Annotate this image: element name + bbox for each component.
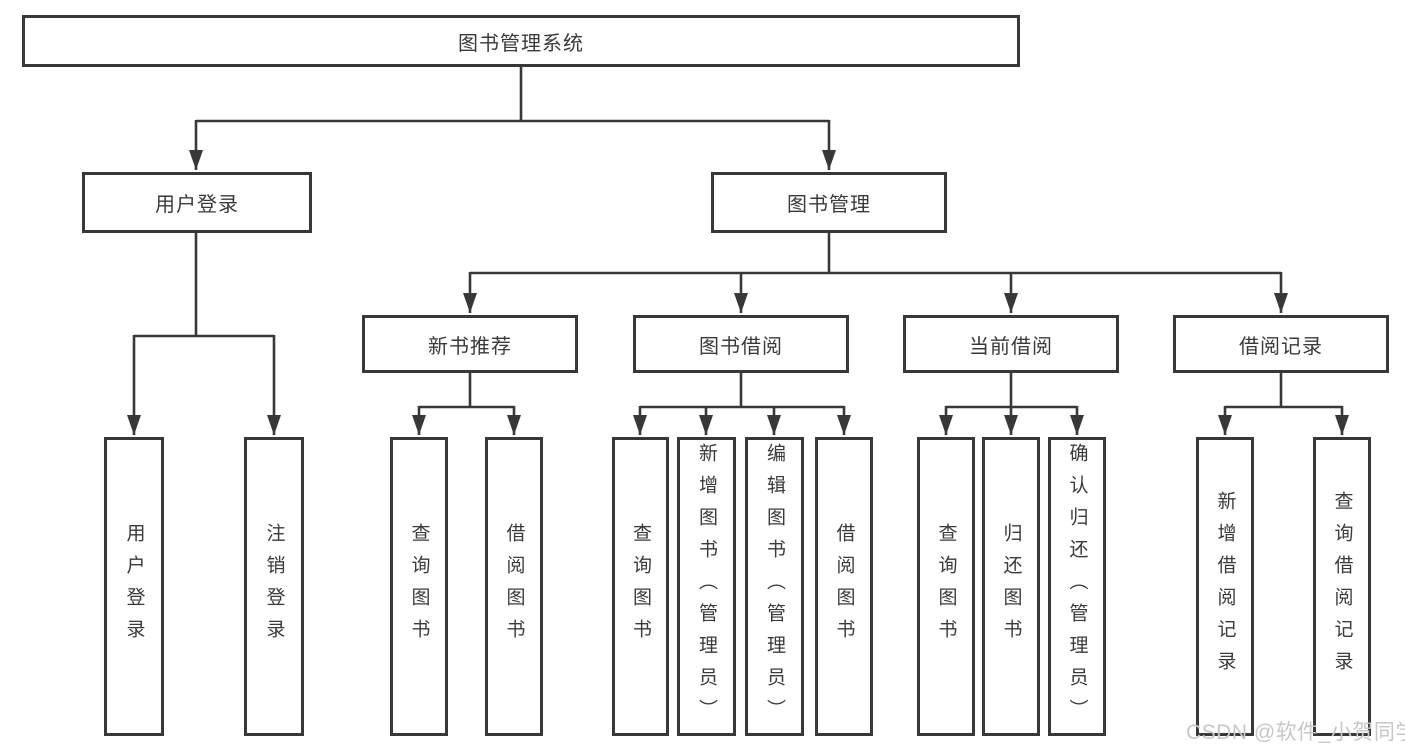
leaf-borrow-query: 查询图书	[612, 437, 669, 736]
leaf-label: 归还图书	[1000, 522, 1022, 651]
node-current-borrow: 当前借阅	[903, 315, 1119, 373]
leaf-label: 确认归还（管理员）	[1066, 442, 1088, 731]
leaf-label: 查询图书	[935, 522, 957, 651]
leaf-label: 查询借阅记录	[1331, 490, 1353, 683]
leaf-borrow-add-admin: 新增图书（管理员）	[677, 437, 736, 736]
leaf-records-query: 查询借阅记录	[1313, 437, 1371, 736]
leaf-borrow-edit-admin: 编辑图书（管理员）	[745, 437, 804, 736]
leaf-label: 查询图书	[630, 522, 651, 651]
leaf-newbooks-borrow: 借阅图书	[485, 437, 543, 736]
node-user-login: 用户登录	[82, 172, 312, 233]
leaf-logout: 注销登录	[244, 437, 304, 736]
leaf-borrow-borrow: 借阅图书	[815, 437, 873, 736]
leaf-current-query: 查询图书	[917, 437, 975, 736]
leaf-label: 借阅图书	[503, 522, 525, 651]
leaf-label: 新增图书（管理员）	[696, 442, 717, 731]
leaf-label: 用户登录	[123, 522, 145, 651]
leaf-newbooks-query: 查询图书	[390, 437, 448, 736]
leaf-current-confirm-admin: 确认归还（管理员）	[1048, 437, 1106, 736]
leaf-label: 新增借阅记录	[1214, 490, 1236, 683]
node-root: 图书管理系统	[22, 15, 1020, 67]
node-borrow-records: 借阅记录	[1173, 315, 1389, 373]
leaf-label: 注销登录	[263, 522, 285, 651]
leaf-user-login: 用户登录	[104, 437, 164, 736]
watermark: CSDN @软件_小贺同学	[1186, 721, 1405, 744]
node-book-management: 图书管理	[711, 172, 947, 233]
leaf-current-return: 归还图书	[982, 437, 1040, 736]
leaf-label: 借阅图书	[833, 522, 855, 651]
leaf-records-add: 新增借阅记录	[1196, 437, 1254, 736]
leaf-label: 查询图书	[408, 522, 430, 651]
node-new-book-recommend: 新书推荐	[362, 315, 578, 373]
leaf-label: 编辑图书（管理员）	[764, 442, 785, 731]
node-book-borrow: 图书借阅	[633, 315, 849, 373]
